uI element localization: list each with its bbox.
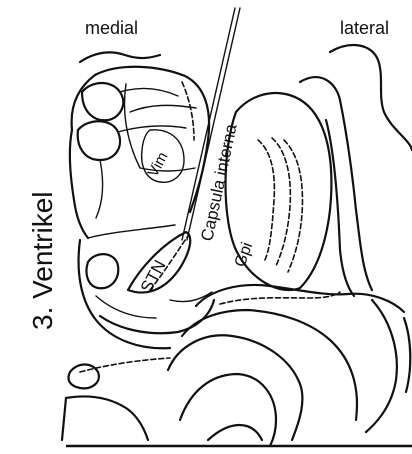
gpi-label: Gpi <box>232 240 256 269</box>
lateral-label: lateral <box>340 18 389 38</box>
lower-lateral-structures <box>168 285 410 446</box>
stn-region: STN <box>128 232 190 296</box>
ventricle-label: 3. Ventrikel <box>27 191 58 330</box>
vim-region: Vim <box>142 130 184 183</box>
medial-label: medial <box>85 18 138 38</box>
lower-medial-structures <box>62 240 214 440</box>
lateral-structures: Gpi <box>226 45 412 296</box>
capsula-label: Capsula interna <box>197 122 240 243</box>
stn-label: STN <box>137 257 170 296</box>
